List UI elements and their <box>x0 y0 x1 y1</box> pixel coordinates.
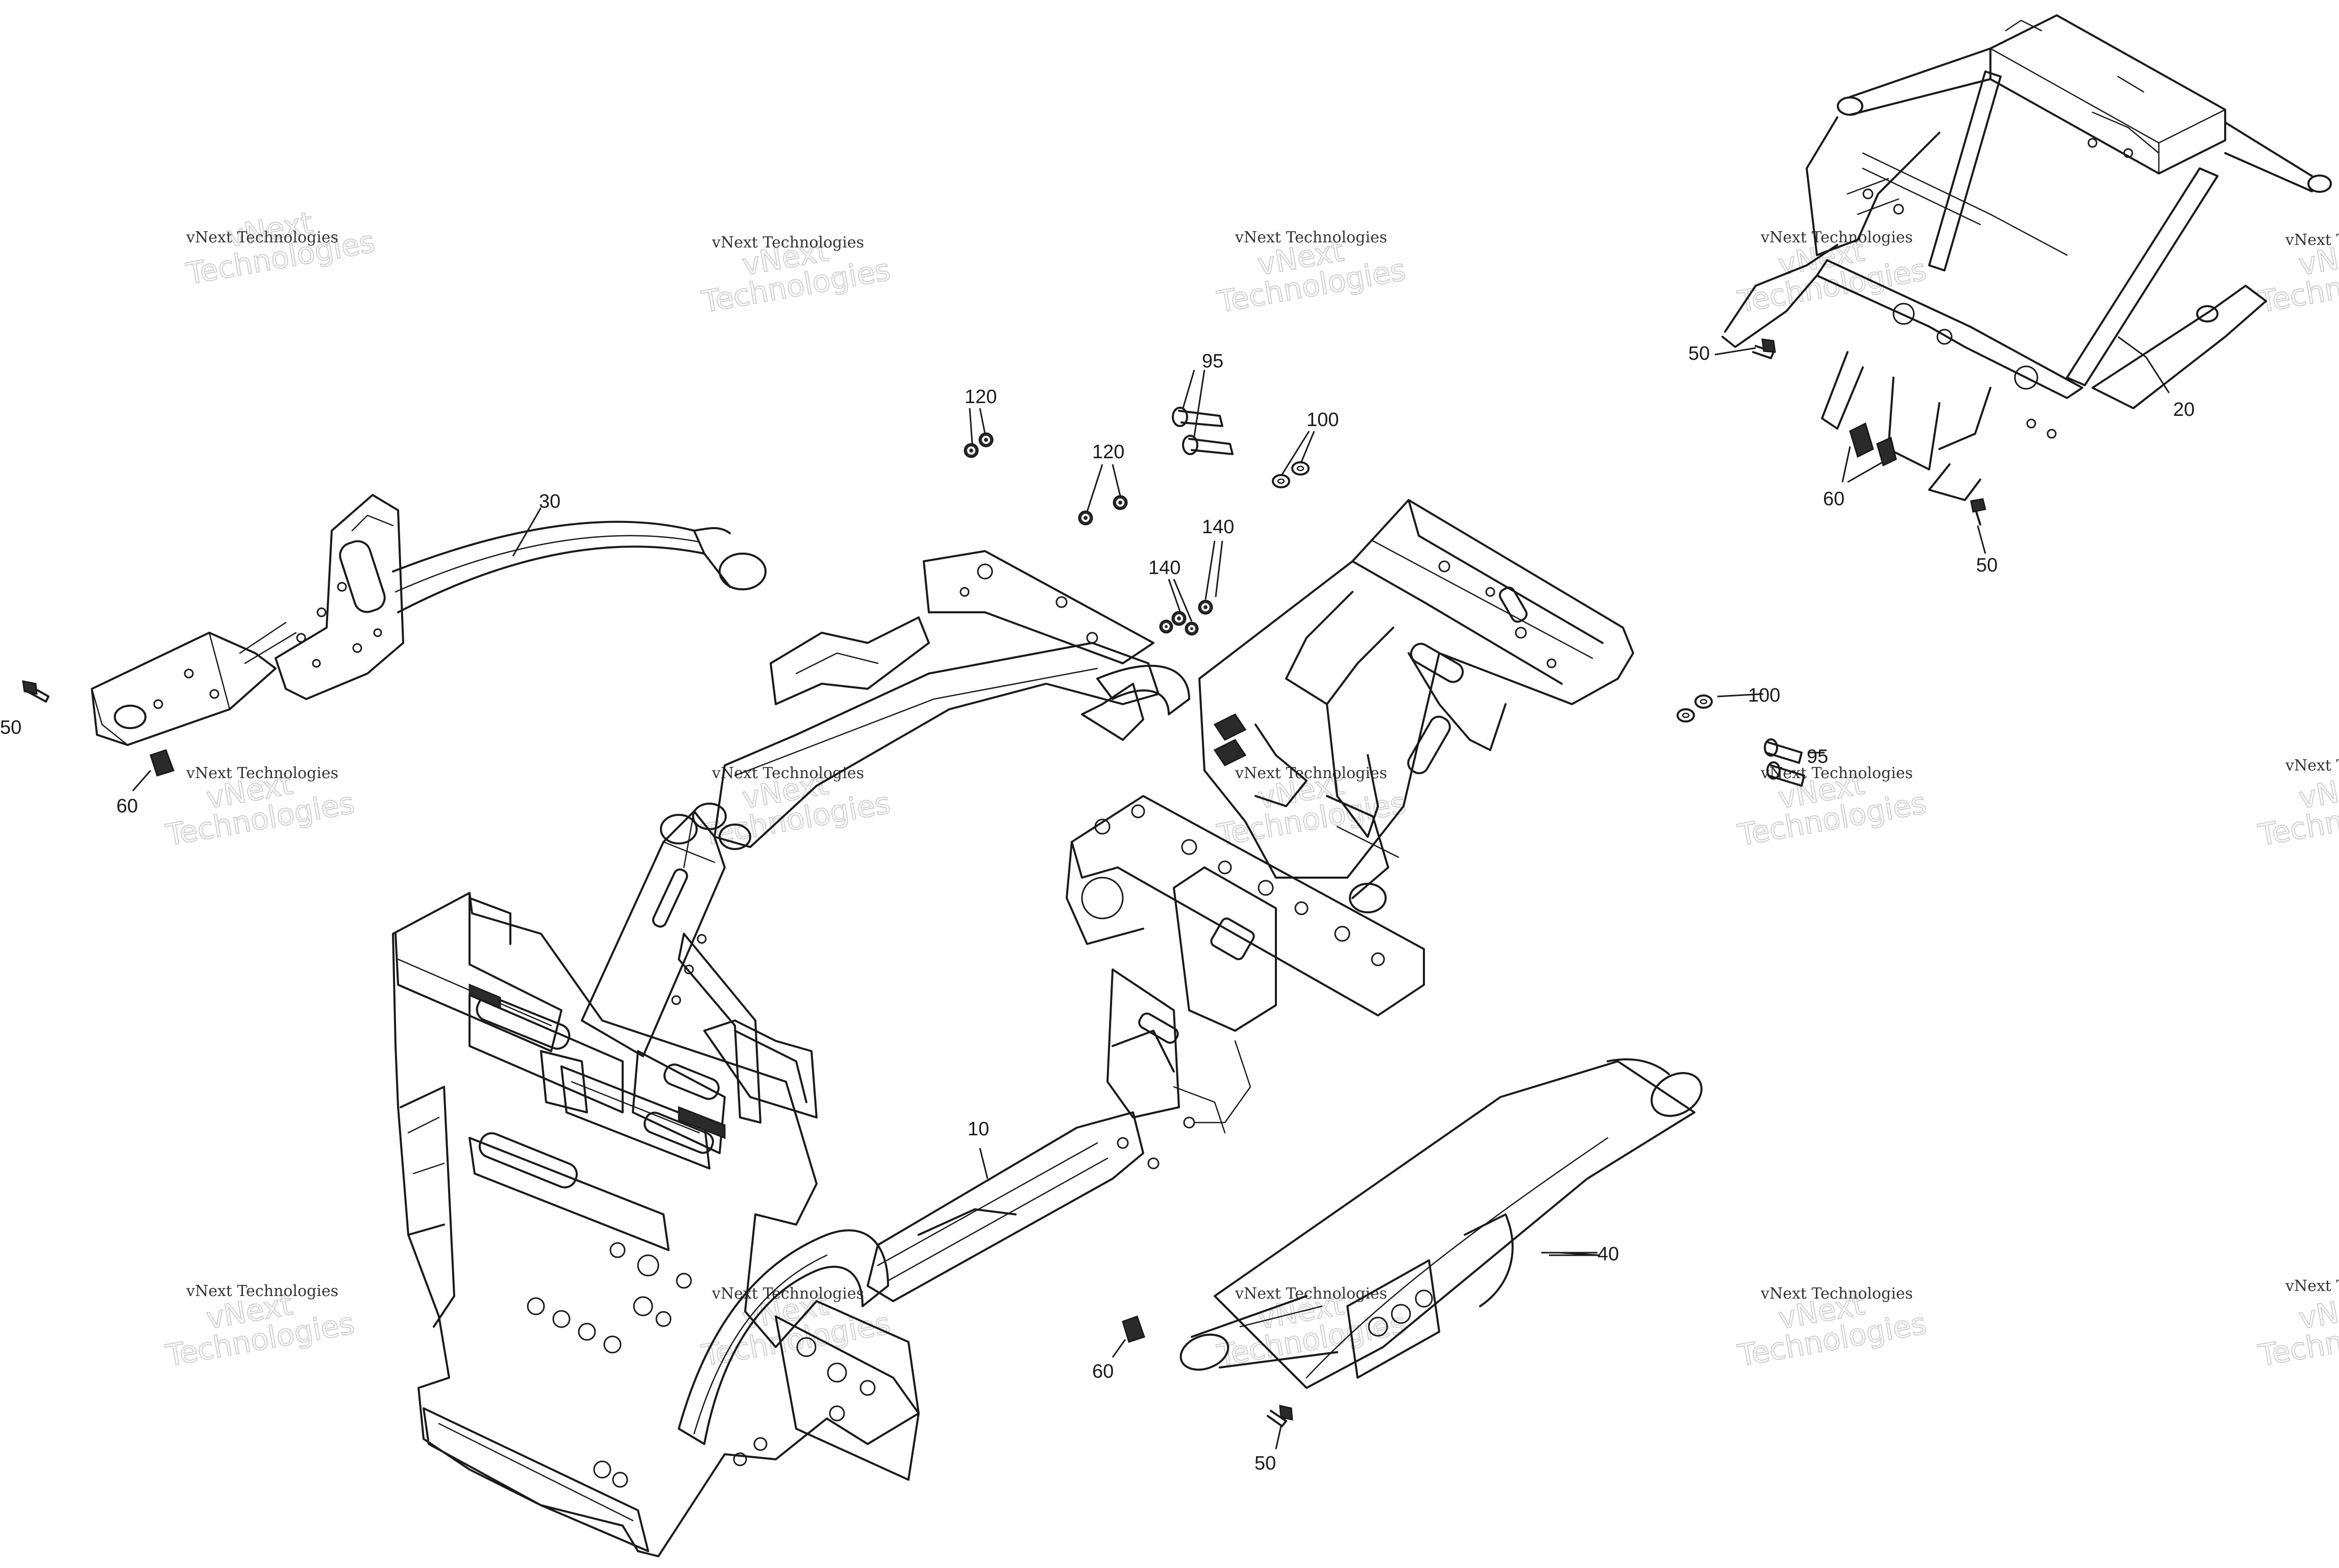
callout-labels: 120 120 95 100 140 140 100 95 30 10 40 2… <box>0 343 2195 1474</box>
bolt-95 <box>1764 738 1805 787</box>
callout-30: 30 <box>539 491 560 512</box>
tube-bracket-part-30 <box>91 494 767 746</box>
nut-plate-60 <box>1122 1315 1145 1343</box>
watermarks: vNextTechnologies vNext Technologies vNe… <box>163 205 2339 1374</box>
main-frame-part-10 <box>392 499 1634 1557</box>
watermark-small: vNext Technologies <box>1760 229 1913 246</box>
rear-subframe-part-20 <box>1721 14 2332 501</box>
watermark-small: vNext Technologies <box>711 234 864 252</box>
callout-50: 50 <box>1688 343 1710 364</box>
nut-120 <box>1113 495 1128 510</box>
callout-95: 95 <box>1807 746 1828 767</box>
washer-100 <box>1272 461 1310 488</box>
bolt-50 <box>1752 338 1776 359</box>
washer-100 <box>1677 694 1713 723</box>
callout-120: 120 <box>965 386 997 408</box>
bolt-95 <box>1172 407 1234 455</box>
nut-140 <box>1159 619 1173 634</box>
nut-140 <box>1198 600 1213 615</box>
watermark-small: vNext Technologies <box>1760 764 1913 782</box>
hardware <box>22 338 1986 1427</box>
callout-60: 60 <box>116 795 138 817</box>
callout-95: 95 <box>1202 351 1223 372</box>
nut-120 <box>978 432 994 447</box>
callout-100: 100 <box>1307 409 1339 431</box>
callout-50: 50 <box>1254 1453 1276 1474</box>
nut-120 <box>964 443 979 458</box>
nut-140 <box>1185 621 1199 636</box>
callout-60: 60 <box>1092 1361 1114 1382</box>
callout-100: 100 <box>1748 685 1780 706</box>
watermark-small: vNext Technologies <box>186 1282 338 1300</box>
nut-140 <box>1171 611 1187 626</box>
tube-bracket-part-40 <box>1179 1058 1703 1389</box>
callout-60: 60 <box>1823 488 1844 510</box>
watermark-small: vNext Technologies <box>1235 229 1387 246</box>
nut-120 <box>1078 510 1093 526</box>
watermark-small: vNext Technologies <box>1235 1285 1387 1303</box>
watermark-small: vNext Technologies <box>1760 1285 1913 1303</box>
watermark-small: vNext Technologies <box>711 764 864 782</box>
callout-140: 140 <box>1202 516 1234 538</box>
callout-40: 40 <box>1597 1243 1619 1265</box>
callout-10: 10 <box>968 1118 989 1140</box>
watermark-small: vNext Technologies <box>186 229 338 246</box>
watermark-small: vNext Technologies <box>1235 764 1387 782</box>
watermark-small: vNext Technologies <box>2285 1277 2339 1295</box>
callout-50: 50 <box>0 717 21 738</box>
bolt-50 <box>22 680 50 703</box>
bolt-50 <box>1267 1405 1293 1427</box>
watermark-large: vNextTechnologies <box>1210 223 1409 319</box>
callout-50: 50 <box>1976 555 1998 576</box>
callout-120: 120 <box>1092 441 1124 463</box>
nut-plate-60 <box>150 749 175 777</box>
bolt-50 <box>1970 498 1986 526</box>
callout-20: 20 <box>2173 399 2195 420</box>
leader-lines <box>132 336 2170 1450</box>
watermark-small: vNext Technologies <box>2285 757 2339 775</box>
callout-140: 140 <box>1148 557 1180 579</box>
watermark-small: vNext Technologies <box>2285 231 2339 249</box>
watermark-small: vNext Technologies <box>186 764 338 782</box>
